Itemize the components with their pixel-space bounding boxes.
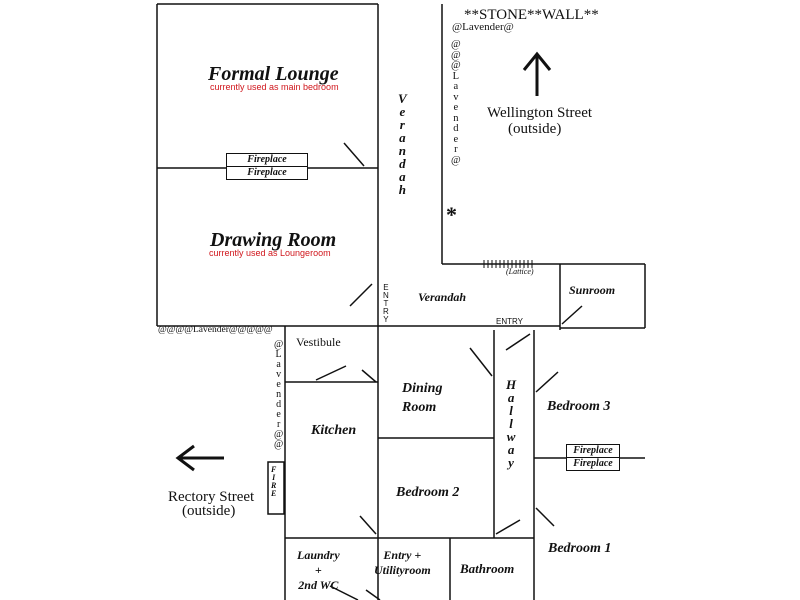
fireplace-label: Fireplace — [573, 445, 613, 456]
vertical-char: r — [276, 419, 281, 430]
vertical-char: l — [509, 416, 513, 431]
vertical-char: T — [383, 299, 389, 308]
lavender-row-label: @@@@Lavender@@@@@ — [158, 325, 273, 335]
vertical-char: H — [506, 377, 517, 392]
vertical-char: N — [383, 291, 389, 300]
vertical-char: v — [453, 91, 459, 103]
vertical-char: r — [454, 144, 458, 155]
vertical-char: a — [276, 359, 281, 370]
fireplace-label: Fireplace — [227, 166, 307, 179]
vertical-char: @ — [274, 339, 284, 350]
vertical-char: e — [276, 409, 281, 420]
vertical-char: E — [271, 489, 277, 498]
rectory-street-label: Rectory Street — [168, 489, 255, 505]
vertical-char: d — [276, 399, 282, 410]
lattice-label: (Lattice) — [506, 267, 534, 276]
vertical-char: d — [453, 123, 459, 134]
vertical-char: a — [399, 130, 406, 145]
formal-lounge-label: Formal Lounge — [208, 63, 339, 85]
bathroom-label: Bathroom — [460, 561, 515, 576]
entry-hall-label: ENTRY — [496, 317, 523, 326]
vertical-char: L — [275, 349, 282, 360]
entry-utility-label: Entry + Utilityroom — [374, 548, 431, 577]
stone-wall-label: **STONE**WALL** — [464, 7, 599, 23]
wellington-outside-label: (outside) — [508, 121, 562, 137]
vertical-char: V — [398, 91, 407, 106]
vertical-char: r — [399, 117, 405, 132]
sunroom-label: Sunroom — [569, 283, 616, 297]
vertical-char: a — [507, 442, 515, 457]
vertical-char: @ — [451, 49, 461, 61]
vertical-char: y — [508, 455, 514, 470]
wellington-street-label: Wellington Street — [487, 105, 593, 121]
arrow-left-icon — [175, 444, 224, 472]
vertical-char: R — [383, 307, 389, 316]
bedroom2-label: Bedroom 2 — [396, 485, 460, 500]
verandah-horizontal-label: Verandah — [418, 290, 467, 304]
vertical-char: F — [271, 465, 277, 474]
vertical-char: @ — [274, 439, 284, 450]
vertical-char: E — [383, 283, 389, 292]
vertical-char: a — [399, 169, 406, 184]
vertical-char: a — [507, 390, 515, 405]
vertical-char: e — [399, 104, 406, 119]
bedroom3-label: Bedroom 3 — [547, 399, 611, 414]
fireplace-label: Fireplace — [247, 154, 287, 165]
asterisk-marker: * — [446, 202, 457, 227]
lattice-hatch — [483, 260, 533, 268]
vertical-char: @ — [451, 60, 461, 71]
vertical-char: R — [271, 481, 277, 490]
vertical-char: L — [452, 70, 460, 82]
kitchen-label: Kitchen — [311, 423, 357, 438]
vertical-char: n — [276, 389, 282, 400]
vertical-char: I — [272, 473, 276, 482]
lavender-top-label: @Lavender@ — [452, 21, 514, 33]
vertical-char: n — [453, 112, 459, 124]
formal-lounge-note: currently used as main bedroom — [210, 82, 339, 92]
fire-box — [267, 461, 285, 515]
vertical-char: l — [509, 403, 513, 418]
fireplace-bedroom3: Fireplace Fireplace — [566, 444, 620, 471]
vertical-char: @ — [451, 39, 461, 50]
drawing-room-note: currently used as Loungeroom — [209, 248, 331, 258]
vertical-char: h — [398, 182, 406, 197]
arrow-up-icon — [522, 51, 552, 96]
vertical-char: Y — [383, 315, 389, 324]
vertical-char: d — [399, 156, 406, 171]
fireplace-label: Fireplace — [567, 457, 619, 470]
rectory-outside-label: (outside) — [182, 503, 236, 519]
vertical-char: @ — [274, 429, 284, 440]
dining-room-label: Dining Room — [402, 381, 443, 415]
vertical-char: a — [453, 81, 459, 92]
laundry-label: Laundry + 2nd WC — [297, 548, 340, 592]
bedroom1-label: Bedroom 1 — [548, 541, 612, 556]
vertical-char: n — [398, 143, 406, 158]
vertical-char: e — [453, 102, 459, 113]
vestibule-label: Vestibule — [296, 335, 341, 349]
fireplace-lounge: Fireplace Fireplace — [226, 153, 308, 180]
vertical-char: w — [506, 429, 516, 444]
vertical-char: e — [453, 133, 459, 145]
vertical-char: e — [276, 379, 281, 390]
vertical-char: @ — [451, 154, 461, 166]
walls — [156, 3, 646, 600]
drawing-room-label: Drawing Room — [210, 229, 337, 251]
vertical-char: v — [276, 369, 282, 380]
